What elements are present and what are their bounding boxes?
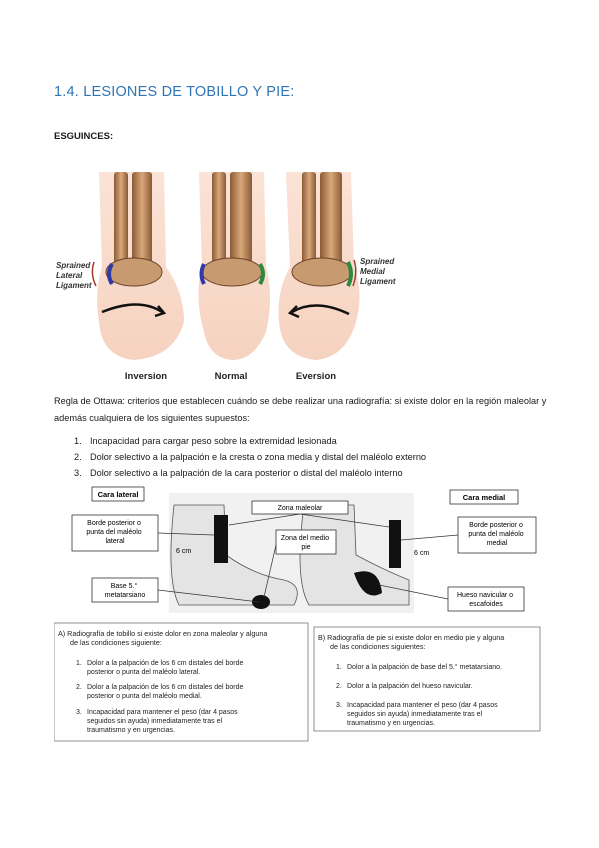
zona-maleolar-label: Zona maleolar (278, 505, 323, 512)
criteria-list: 1. Incapacidad para cargar peso sobre la … (74, 433, 554, 481)
inversion-foot (91, 172, 184, 360)
list-item: 3. Dolor selectivo a la palpación de la c… (74, 465, 554, 481)
caption-inversion: Inversion (125, 371, 167, 382)
item-number: 1. (74, 436, 82, 446)
ottawa-rules-figure: Cara lateral Cara medial Zona maleolar Z… (54, 486, 541, 742)
item-text: Dolor selectivo a la palpación de la car… (90, 468, 403, 478)
section-title: 1.4. LESIONES DE TOBILLO Y PIE: (54, 84, 295, 100)
criteria-box-a: A) Radiografía de tobillo si existe dolo… (54, 622, 309, 742)
caption-eversion: Eversion (296, 371, 336, 382)
criteria-box-b: B) Radiografía de pie si existe dolor en… (313, 626, 541, 732)
six-cm-right: 6 cm (414, 550, 429, 557)
navicular-label: Hueso navicular o escafoides (457, 592, 515, 608)
six-cm-left: 6 cm (176, 548, 191, 555)
cara-lateral-label: Cara lateral (98, 490, 139, 499)
svg-text:1. Dolor a la palpación: 1. Dolor a la palpación de base del 5.° … (336, 663, 502, 671)
ottawa-intro: Regla de Ottawa: criterios que establece… (54, 396, 547, 423)
svg-text:A) Radiografía de tobillo si e: A) Radiografía de tobillo si existe dolo… (58, 629, 269, 647)
right-ligament-label: Sprained Medial Ligament (360, 257, 396, 286)
svg-text:1. Dolor a la palpación: 1. Dolor a la palpación de los 6 cm dist… (76, 660, 245, 676)
list-item: 1. Incapacidad para cargar peso sobre la … (74, 433, 554, 449)
left-ligament-label: Sprained Lateral Ligament (56, 261, 92, 290)
svg-text:B) Radiografía de pie si exist: B) Radiografía de pie si existe dolor en… (318, 633, 506, 651)
svg-text:3. Incapacidad para mant: 3. Incapacidad para mantener el peso (da… (76, 709, 240, 734)
borde-lateral-label: Borde posterior o punta del maléolo late… (86, 520, 143, 545)
zona-medio-pie-label: Zona del medio pie (281, 535, 331, 551)
cara-medial-label: Cara medial (463, 493, 506, 502)
item-number: 2. (74, 452, 82, 462)
ankle-sprain-figure: Sprained Lateral Ligament Sprained Media… (56, 172, 396, 382)
item-text: Dolor selectivo a la palpación e la cres… (90, 452, 427, 462)
item-text: Incapacidad para cargar peso sobre la ex… (90, 436, 337, 446)
svg-text:2. Dolor a la palpación: 2. Dolor a la palpación de los 6 cm dist… (76, 684, 245, 700)
base-5-label: Base 5.° metatarsiano (105, 582, 146, 599)
normal-foot (198, 172, 270, 360)
item-number: 3. (74, 468, 82, 478)
list-item: 2. Dolor selectivo a la palpación e la cr… (74, 449, 554, 465)
eversion-foot (278, 172, 360, 360)
svg-text:2. Dolor a la palpación: 2. Dolor a la palpación del hueso navicu… (336, 683, 473, 690)
borde-medial-label: Borde posterior o punta del maléolo medi… (468, 522, 525, 547)
subsection-title: ESGUINCES: (54, 131, 114, 142)
caption-normal: Normal (215, 371, 248, 382)
svg-text:3. Incapacidad para mant: 3. Incapacidad para mantener el peso (da… (336, 702, 500, 727)
